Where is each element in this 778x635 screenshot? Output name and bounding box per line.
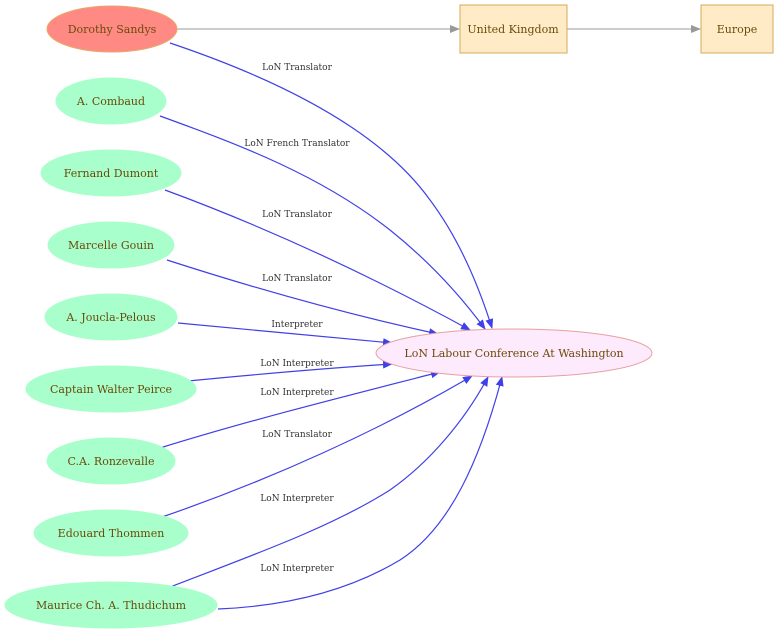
edge-thudichum-conference-2 (217, 376, 504, 610)
edge-label-thommen: LoN Translator (262, 430, 332, 440)
edge-label-dumont: LoN Translator (262, 210, 332, 220)
edge-label-thudichum-1: LoN Interpreter (260, 494, 334, 504)
edge-label-dorothy: LoN Translator (262, 63, 332, 73)
node-joucla-pelous[interactable]: A. Joucla-Pelous (44, 293, 178, 341)
node-ronzevalle[interactable]: C.A. Ronzevalle (46, 437, 176, 485)
edge-label-thudichum-2: LoN Interpreter (260, 564, 334, 574)
edge-thudichum-conference-1 (169, 376, 489, 588)
node-label: Fernand Dumont (64, 167, 159, 180)
edge-ronzevalle-conference (159, 370, 441, 449)
node-label: A. Combaud (76, 95, 145, 108)
node-thommen[interactable]: Edouard Thommen (33, 509, 189, 557)
node-dorothy-sandys[interactable]: Dorothy Sandys (46, 5, 178, 53)
node-thudichum[interactable]: Maurice Ch. A. Thudichum (4, 581, 218, 629)
edge-label-joucla: Interpreter (271, 320, 323, 330)
node-united-kingdom[interactable]: United Kingdom (459, 4, 568, 54)
node-label: Dorothy Sandys (68, 23, 157, 36)
node-label: Captain Walter Peirce (50, 383, 172, 396)
node-label: C.A. Ronzevalle (67, 455, 154, 468)
edge-gouin-conference (166, 259, 439, 337)
node-gouin[interactable]: Marcelle Gouin (47, 221, 175, 269)
edge-dumont-conference (164, 189, 471, 331)
node-europe[interactable]: Europe (700, 4, 774, 54)
node-combaud[interactable]: A. Combaud (55, 77, 167, 125)
edge-thommen-conference (161, 375, 473, 518)
edge-label-peirce: LoN Interpreter (260, 359, 334, 369)
node-dumont[interactable]: Fernand Dumont (40, 149, 182, 197)
edge-dorothy-conference (169, 42, 494, 329)
node-label: Maurice Ch. A. Thudichum (36, 599, 187, 612)
node-label: Europe (717, 23, 758, 36)
node-label: United Kingdom (467, 23, 559, 36)
node-label: Edouard Thommen (58, 527, 165, 540)
node-label: Marcelle Gouin (68, 239, 154, 252)
node-label: A. Joucla-Pelous (65, 311, 156, 324)
edge-combaud-conference (159, 115, 486, 330)
edge-joucla-conference (177, 322, 393, 347)
edge-label-combaud: LoN French Translator (244, 139, 350, 149)
edge-label-gouin: LoN Translator (262, 274, 332, 284)
edge-peirce-conference (187, 360, 393, 382)
node-label: LoN Labour Conference At Washington (404, 347, 623, 360)
node-lon-labour-conference[interactable]: LoN Labour Conference At Washington (375, 328, 653, 378)
edge-label-ronzevalle: LoN Interpreter (260, 388, 334, 398)
node-peirce[interactable]: Captain Walter Peirce (25, 365, 197, 413)
